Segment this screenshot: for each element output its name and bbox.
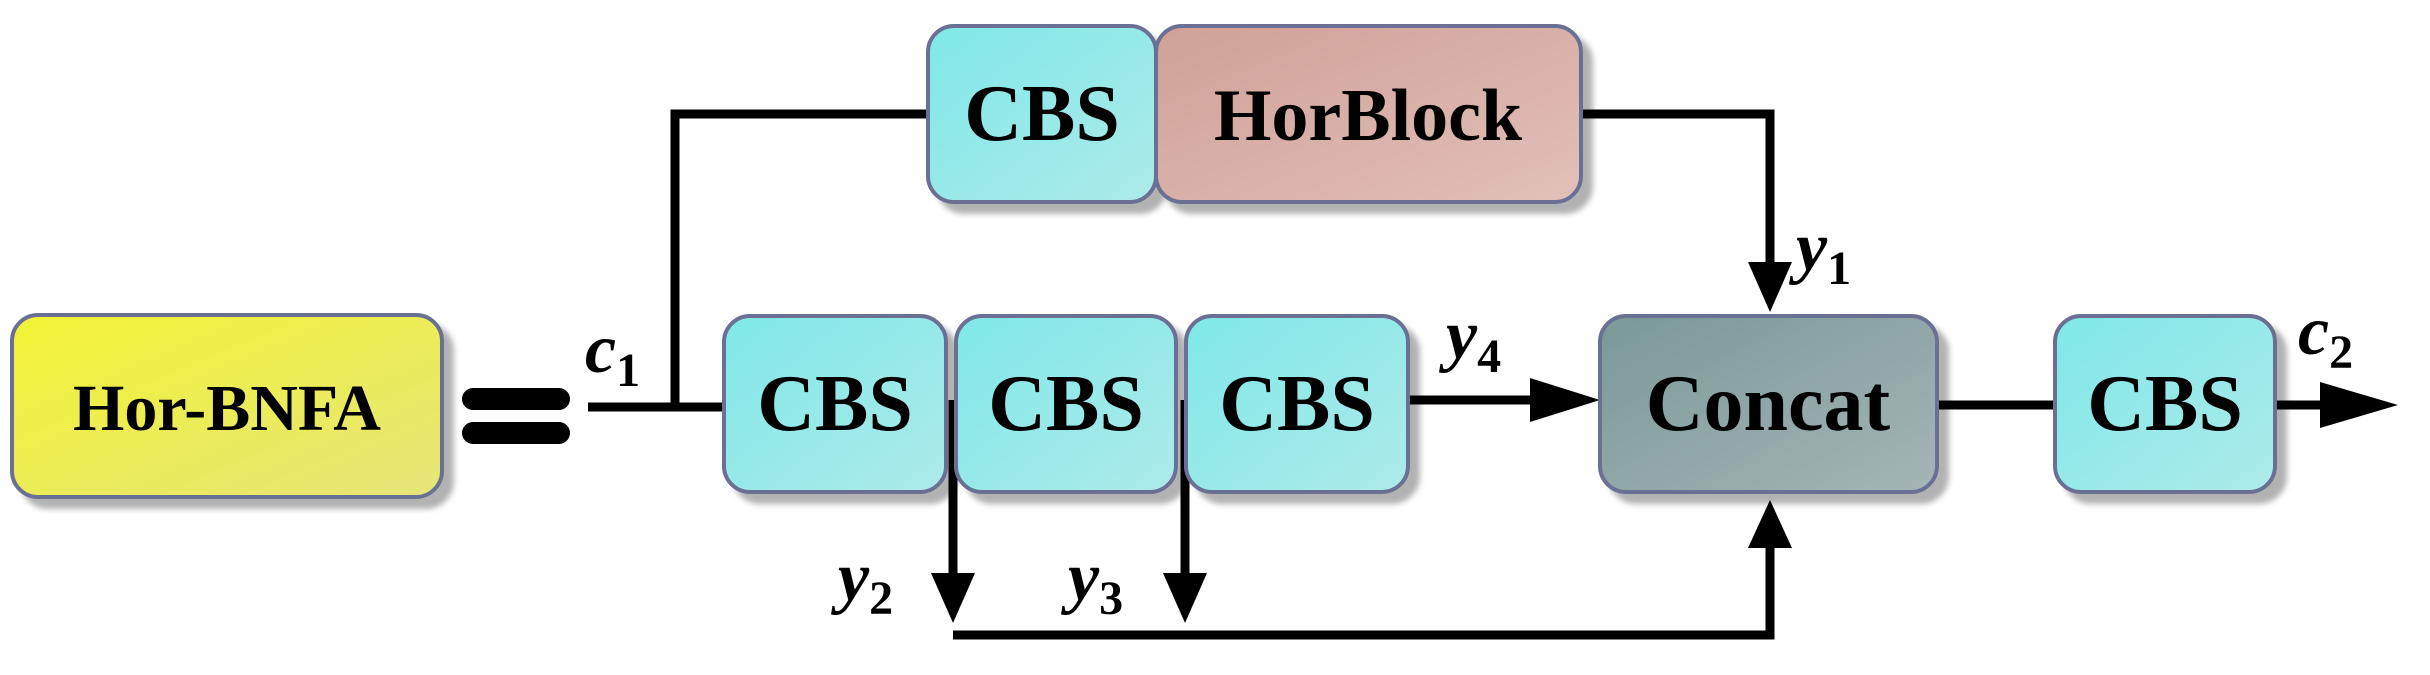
equals-symbol xyxy=(462,388,570,444)
arrow-y2 xyxy=(931,573,975,623)
branch-to-top-cbs xyxy=(670,109,928,407)
module-box xyxy=(10,313,444,499)
horblock-box xyxy=(1154,24,1583,204)
concat-label: Concat xyxy=(1646,360,1891,448)
concat-box xyxy=(1598,314,1939,494)
bottom-bus-line xyxy=(953,538,1775,640)
cbs-chain-1-box xyxy=(722,314,948,494)
cbs-chain-3-label: CBS xyxy=(1219,360,1375,448)
signal-y3: y3 xyxy=(1061,539,1123,625)
signal-y1: y1 xyxy=(1789,209,1851,295)
cbs-out-label: CBS xyxy=(2087,360,2243,448)
arrowheads xyxy=(931,262,2398,623)
cbs-top-label: CBS xyxy=(964,70,1120,158)
arrow-y4 xyxy=(1530,378,1600,422)
signal-c2: c2 xyxy=(2298,293,2353,379)
arrow-concat-bottom xyxy=(1748,500,1792,548)
arrow-y3 xyxy=(1163,573,1207,623)
block-labels: Hor-BNFA CBS HorBlock CBS CBS CBS Concat… xyxy=(73,70,2243,448)
signal-labels: c1 y1 y4 y2 y3 c2 xyxy=(585,209,2353,625)
cbs-chain-2-box xyxy=(954,314,1178,494)
blocks xyxy=(10,24,2277,499)
cbs-chain-2-label: CBS xyxy=(988,360,1144,448)
signal-y4: y4 xyxy=(1439,297,1501,383)
arrow-y1 xyxy=(1748,262,1792,312)
module-label: Hor-BNFA xyxy=(73,372,381,445)
cbs-out-box xyxy=(2053,314,2277,494)
horblock-to-concat-line xyxy=(1581,109,1775,270)
cbs-chain-1-label: CBS xyxy=(757,360,913,448)
horblock-label: HorBlock xyxy=(1214,75,1523,157)
signal-y2: y2 xyxy=(831,539,893,625)
signal-c1: c1 xyxy=(585,311,640,397)
arrow-c2 xyxy=(2320,382,2398,428)
cbs-chain-3-box xyxy=(1184,314,1410,494)
